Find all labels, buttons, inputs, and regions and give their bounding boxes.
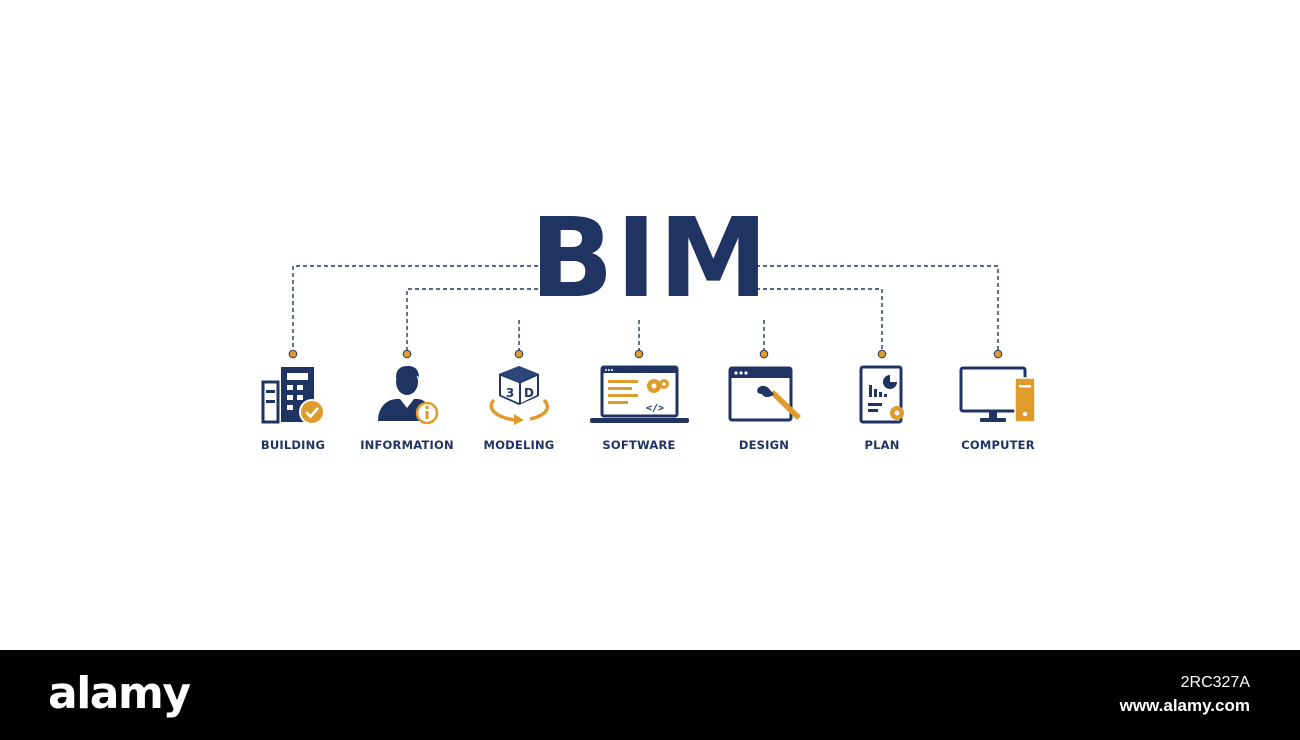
desktop-tower-icon <box>959 366 1036 423</box>
label-modeling: MODELING <box>483 438 555 452</box>
diagram: 3 D </> <box>261 265 1036 425</box>
connector-dot <box>288 349 298 359</box>
connector-dot <box>877 349 887 359</box>
label-design: DESIGN <box>738 438 790 452</box>
label-computer: COMPUTER <box>961 438 1035 452</box>
svg-text:D: D <box>524 386 534 400</box>
svg-text:3: 3 <box>506 386 514 400</box>
connector-computer <box>756 265 999 350</box>
svg-text:</>: </> <box>646 403 664 414</box>
connector-dots <box>288 349 1003 359</box>
connector-dot <box>993 349 1003 359</box>
connector-dot <box>759 349 769 359</box>
building-check-icon <box>261 367 325 425</box>
stock-footer: alamy 2RC327A www.alamy.com <box>0 650 1300 740</box>
document-chart-gear-icon <box>859 365 904 424</box>
label-software: SOFTWARE <box>602 438 676 452</box>
connector-dot <box>634 349 644 359</box>
label-building: BUILDING <box>260 438 326 452</box>
connector-plan <box>756 288 883 350</box>
alamy-logo: alamy <box>48 668 191 719</box>
person-info-icon <box>378 366 439 425</box>
label-plan: PLAN <box>864 438 900 452</box>
title: BIM <box>529 194 771 322</box>
connector-dot <box>402 349 412 359</box>
laptop-code-gear-icon: </> <box>590 365 689 423</box>
banner-canvas: 3 D </> <box>260 194 1036 452</box>
site-url: www.alamy.com <box>1119 696 1250 715</box>
image-id: 2RC327A <box>1180 674 1250 691</box>
browser-brush-icon <box>728 366 801 422</box>
connector-lines <box>292 265 999 350</box>
connector-dot <box>514 349 524 359</box>
connector-information <box>406 288 538 350</box>
label-information: INFORMATION <box>360 438 454 452</box>
3d-cube-rotate-icon: 3 D <box>489 366 550 425</box>
connector-building <box>292 265 538 350</box>
